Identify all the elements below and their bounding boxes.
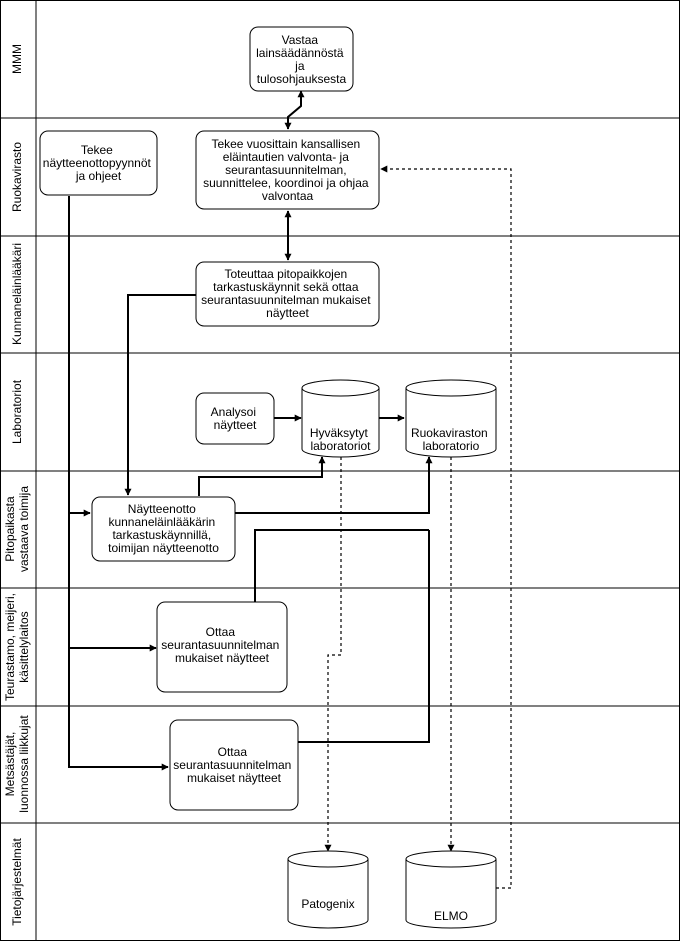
svg-text:Ruokaviraston laboratori: Ruokaviraston laboratorio <box>411 426 491 453</box>
node-text-line: lainsäädännöstä <box>256 46 344 60</box>
node-text-line: ja <box>294 59 305 73</box>
node-kel-inspections: Toteuttaa pitopaikkojen tarkastuskäynnit… <box>195 261 380 327</box>
lane-label-teurastamo: Teurastamo, meijeri, käsittelylaitos <box>3 593 31 701</box>
node-text-line: ELMO <box>434 909 468 923</box>
node-text-line: näytteet <box>214 418 257 432</box>
svg-text:Tekee vuosittain kansallisen: Tekee vuosittain kansallisen eläintautie… <box>203 137 372 203</box>
node-text-line: seurantasuunnitelman, <box>225 163 346 177</box>
node-hunters-sampling: Ottaa seurantasuunnitelman mukaiset näyt… <box>169 719 299 811</box>
lane-label-pitopaikasta: Pitopaikasta vastaava toimija <box>3 486 31 572</box>
edge-farm-rvlab <box>235 456 433 514</box>
node-text-line: Näytteenotto <box>128 502 196 516</box>
lane-label-text: Kunnaneläinlääkäri <box>10 243 24 345</box>
node-elmo-system: ELMO <box>405 850 497 929</box>
node-text-line: näytteenottopyynnöt <box>43 156 152 170</box>
lane-label-text: Metsästäjät, <box>3 732 17 797</box>
svg-text:Vastaa lainsäädännöstä: Vastaa lainsäädännöstä ja tulosohjaukses… <box>256 33 347 86</box>
lane-label-mmm: MMM <box>10 44 24 74</box>
node-farm-sampling: Näytteenotto kunnaneläinlääkärin tarkast… <box>91 496 236 562</box>
node-text-line: Tekee <box>81 143 113 157</box>
node-text-line: seurantasuunnitelman <box>173 758 291 772</box>
svg-text:Patogenix: Patogenix <box>301 897 354 911</box>
edge-approved-patogenix <box>324 457 342 852</box>
edge-mmm-ruokavirasto <box>284 90 305 130</box>
lane-label-kunnaneläinlääkäri: Kunnaneläinlääkäri <box>10 243 24 345</box>
node-analyze-samples: Analysoi näytteet <box>195 392 275 445</box>
svg-text:Tekee näytteenottopyynnö: Tekee näytteenottopyynnöt ja ohjeet <box>43 143 154 183</box>
node-text-line: Tekee vuosittain kansallisen <box>211 137 360 151</box>
node-text-line: suunnittelee, koordinoi ja ohjaa <box>203 176 369 190</box>
node-text-line: Ottaa <box>206 625 236 639</box>
node-text-line: kunnaneläinlääkärin <box>108 515 215 529</box>
node-text-line: tulosohjauksesta <box>257 72 347 86</box>
lane-label-text: Laboratoriot <box>10 379 24 444</box>
node-text-line: Hyväksytyt <box>310 426 369 440</box>
node-ruokavirasto-lab-database: Ruokaviraston laboratorio <box>405 379 497 458</box>
node-text-line: valvontaa <box>262 189 314 203</box>
lane-label-text: Tietojärjestelmät <box>10 838 24 926</box>
svg-text:Näytteenotto kunnaneläin: Näytteenotto kunnaneläinlääkärin tarkast… <box>108 502 219 555</box>
node-text-line: laboratorio <box>423 439 480 453</box>
edge-farm-approved <box>198 456 326 496</box>
node-slaughterhouse-sampling: Ottaa seurantasuunnitelman mukaiset näyt… <box>156 601 288 693</box>
node-text-line: Ruokaviraston <box>411 426 488 440</box>
lane-label-text: MMM <box>10 44 24 74</box>
node-text-line: eläintautien valvonta- ja <box>223 150 349 164</box>
node-text-line: Ottaa <box>218 745 248 759</box>
lane-label-tietojarjestelmat: Tietojärjestelmät <box>10 838 24 926</box>
node-text-line: tarkastuskäynnillä, <box>112 528 211 542</box>
node-text-line: Toteuttaa pitopaikkojen <box>224 267 347 281</box>
lane-label-text: luonnossa liikkujat <box>17 715 31 813</box>
edge-slaughter-rvlab <box>254 529 429 602</box>
node-text-line: Vastaa <box>282 33 319 47</box>
node-text-line: mukaiset näytteet <box>187 771 282 785</box>
node-text-line: Analysoi <box>211 405 256 419</box>
node-text-line: tarkastuskäynnit sekä ottaa <box>213 280 359 294</box>
node-text-line: seurantasuunnitelman <box>161 638 279 652</box>
node-mmm-responsibility: Vastaa lainsäädännöstä ja tulosohjaukses… <box>249 26 354 92</box>
node-text-line: Patogenix <box>301 897 354 911</box>
node-text-line: laboratoriot <box>310 439 371 453</box>
edge-elmo-plan <box>380 165 512 889</box>
node-text-line: ja ohjeet <box>75 169 122 183</box>
node-text-line: mukaiset näytteet <box>175 651 270 665</box>
node-approved-labs-database: Hyväksytyt laboratoriot <box>301 379 380 458</box>
edge-instructions-hunters <box>68 196 169 771</box>
svg-text:Analysoi näytteet: Analysoi näytteet <box>211 405 260 432</box>
connectors <box>68 90 512 889</box>
node-text-line: seurantasuunnitelman mukaiset <box>201 293 371 307</box>
lane-label-text: Pitopaikasta <box>3 496 17 562</box>
svg-text:Ottaa seurantasuunnitelm: Ottaa seurantasuunnitelman mukaiset näyt… <box>173 745 294 785</box>
svg-text:Ottaa seurantasuunnitelm: Ottaa seurantasuunnitelman mukaiset näyt… <box>161 625 282 665</box>
node-patogenix-system: Patogenix <box>287 850 369 929</box>
node-ruokavirasto-instructions: Tekee näytteenottopyynnöt ja ohjeet <box>39 130 158 196</box>
lane-label-text: Teurastamo, meijeri, <box>3 593 17 701</box>
node-ruokavirasto-plan: Tekee vuosittain kansallisen eläintautie… <box>195 130 380 210</box>
lane-label-metsastajat: Metsästäjät, luonnossa liikkujat <box>3 715 31 813</box>
svg-text:ELMO: ELMO <box>434 909 468 923</box>
edge-kel-farm <box>124 294 196 496</box>
node-text-line: toimijan näytteenotto <box>108 541 219 555</box>
lane-label-text: käsittelylaitos <box>17 611 31 682</box>
lane-label-laboratoriot: Laboratoriot <box>10 379 24 444</box>
lane-label-ruokavirasto: Ruokavirasto <box>10 142 24 212</box>
svg-text:Hyväksytyt laboratoriot: Hyväksytyt laboratoriot <box>310 426 371 453</box>
lane-label-text: Ruokavirasto <box>10 142 24 212</box>
edge-hunters-rvlab <box>298 530 430 743</box>
svg-text:Toteuttaa pitopaikkojen: Toteuttaa pitopaikkojen tarkastuskäynnit… <box>201 267 374 320</box>
node-text-line: näytteet <box>266 306 309 320</box>
lane-label-text: vastaava toimija <box>17 486 31 572</box>
